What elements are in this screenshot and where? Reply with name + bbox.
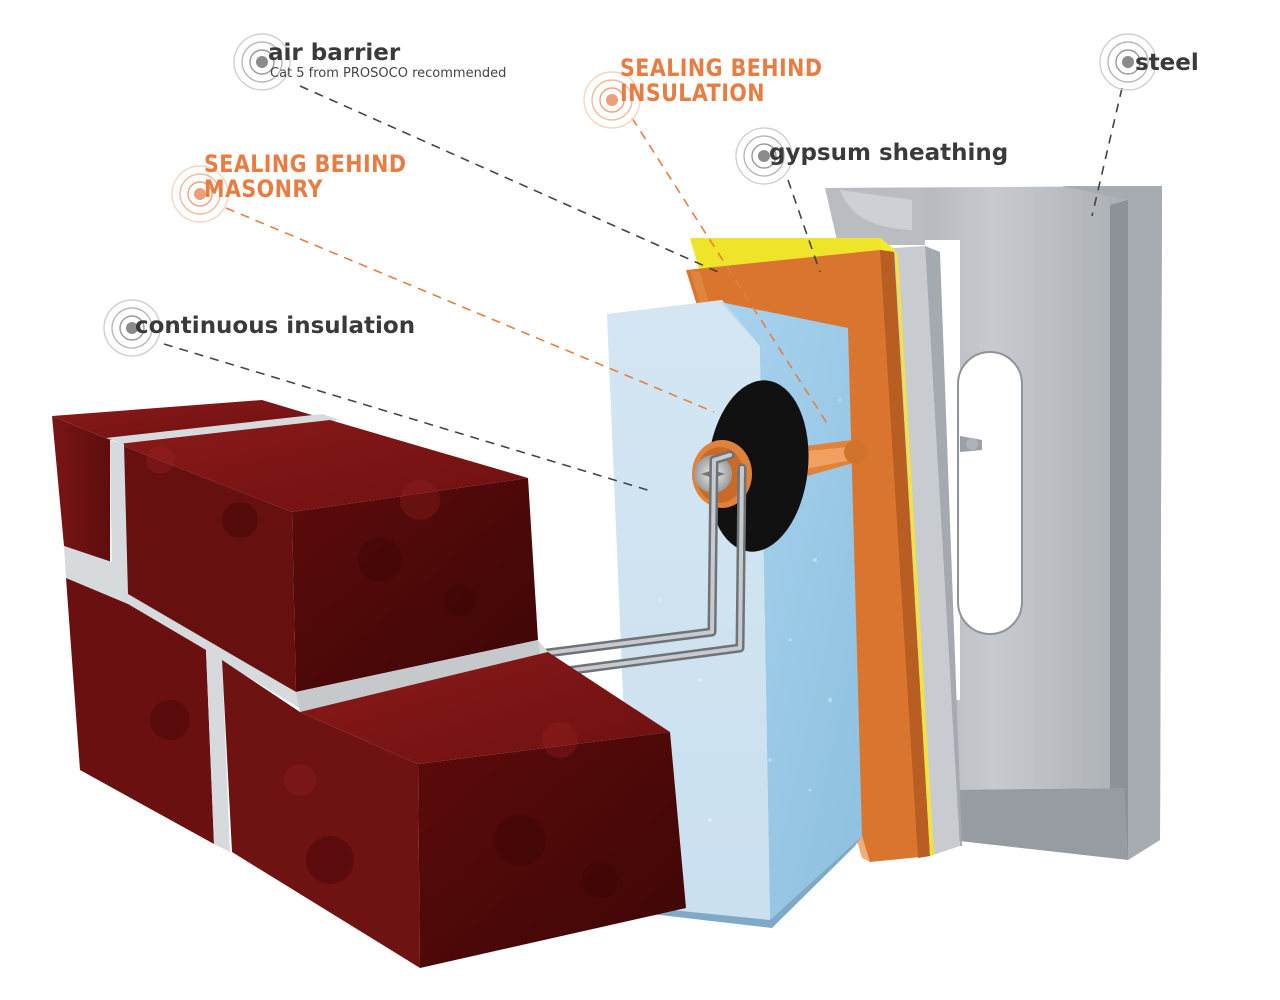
target-ring-sealing-insulation	[583, 71, 641, 129]
sealing-insulation-line2: INSULATION	[620, 79, 765, 107]
target-ring-sealing-masonry	[171, 165, 229, 223]
continuous-insulation-label: continuous insulation	[135, 313, 416, 339]
gypsum-sheathing	[690, 238, 962, 856]
leader-steel	[1091, 87, 1123, 217]
target-ring-steel	[1099, 33, 1157, 91]
sealing-insulation-line1: SEALING BEHIND	[620, 54, 823, 82]
leader-lines	[163, 85, 1123, 493]
leader-continuous-insulation	[163, 343, 655, 493]
sealing-behind-masonry-label: SEALING BEHIND MASONRY	[204, 152, 406, 202]
sealing-masonry-line1: SEALING BEHIND	[204, 150, 407, 178]
gypsum-sheathing-label: gypsum sheathing	[769, 140, 1009, 166]
leader-sealing-masonry	[225, 207, 715, 413]
sealing-behind-insulation-label: SEALING BEHIND INSULATION	[620, 56, 822, 106]
target-ring-gypsum	[735, 127, 793, 185]
leader-gypsum	[787, 179, 821, 273]
sealing-masonry-line2: MASONRY	[204, 175, 323, 203]
brick-masonry	[52, 400, 686, 968]
steel-stud	[825, 186, 1162, 860]
leader-sealing-insulation	[631, 117, 831, 429]
anchor-assembly	[692, 380, 868, 552]
air-barrier-note: Cat 5 from PROSOCO recommended	[270, 66, 507, 81]
target-ring-continuous-insulation	[103, 299, 161, 357]
steel-label: steel	[1135, 50, 1199, 76]
air-barrier-label: air barrier	[268, 40, 401, 66]
leader-air-barrier	[299, 85, 719, 273]
target-ring-air-barrier	[233, 33, 291, 91]
